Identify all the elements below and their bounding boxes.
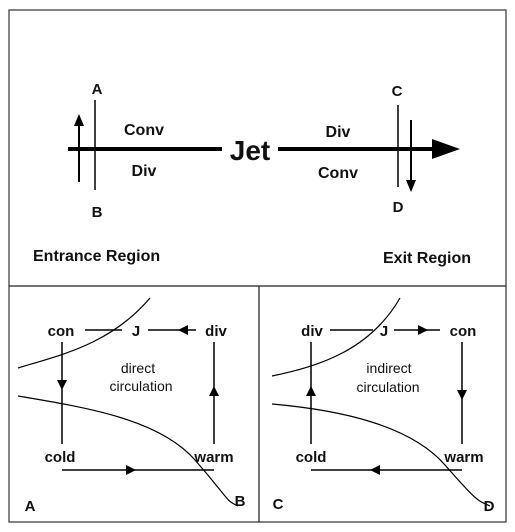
label-a: A <box>92 81 103 98</box>
label-j-c: J <box>380 323 388 340</box>
label-circulation-a: circulation <box>109 378 172 394</box>
sinking-arrowhead <box>406 180 416 192</box>
left-arrowhead <box>57 380 67 390</box>
left-arrowhead-c <box>306 386 316 396</box>
panel-a: con J div cold warm direct circulation A… <box>17 297 246 515</box>
entrance-conv-label: Conv <box>124 122 164 139</box>
isotherm-lower <box>17 395 239 507</box>
exit-conv-label: Conv <box>318 165 358 182</box>
top-panel: Jet A B Conv Div C D Div Conv Entrance R… <box>33 81 471 267</box>
label-d: D <box>393 199 404 216</box>
right-arrowhead <box>209 386 219 396</box>
isotherm-upper <box>17 297 151 369</box>
exit-div-label: Div <box>326 124 351 141</box>
corner-label-a: A <box>25 498 36 515</box>
corner-label-d: D <box>484 498 495 515</box>
label-cold-c: cold <box>296 449 327 466</box>
label-con: con <box>48 323 75 340</box>
rising-arrowhead <box>74 114 84 126</box>
label-circulation-c: circulation <box>356 379 419 395</box>
isotherm-upper-c <box>271 297 401 377</box>
corner-label-c: C <box>273 496 284 513</box>
corner-label-b: B <box>235 493 246 510</box>
label-warm-c: warm <box>443 449 483 466</box>
isotherm-lower-c <box>271 403 491 507</box>
entrance-region-label: Entrance Region <box>33 248 160 265</box>
exit-region-label: Exit Region <box>383 250 471 267</box>
label-div-c: div <box>301 323 323 340</box>
bottom-arrowhead <box>126 465 136 475</box>
top-arrowhead-c <box>418 325 428 335</box>
label-j: J <box>132 323 140 340</box>
top-arrowhead <box>178 325 188 335</box>
label-con-c: con <box>450 323 477 340</box>
label-c: C <box>392 83 403 100</box>
label-cold: cold <box>45 449 76 466</box>
label-direct: direct <box>121 360 155 376</box>
label-warm: warm <box>193 449 233 466</box>
jet-arrowhead <box>432 139 460 159</box>
right-arrowhead-c <box>457 390 467 400</box>
panel-c: div J con cold warm indirect circulation… <box>271 297 495 515</box>
panel-c-frame <box>258 285 507 523</box>
bottom-arrowhead-c <box>370 465 380 475</box>
entrance-div-label: Div <box>132 163 157 180</box>
jet-label: Jet <box>230 135 270 166</box>
label-b: B <box>92 204 103 221</box>
label-indirect: indirect <box>366 360 411 376</box>
label-div: div <box>205 323 227 340</box>
panel-a-frame <box>8 285 260 523</box>
